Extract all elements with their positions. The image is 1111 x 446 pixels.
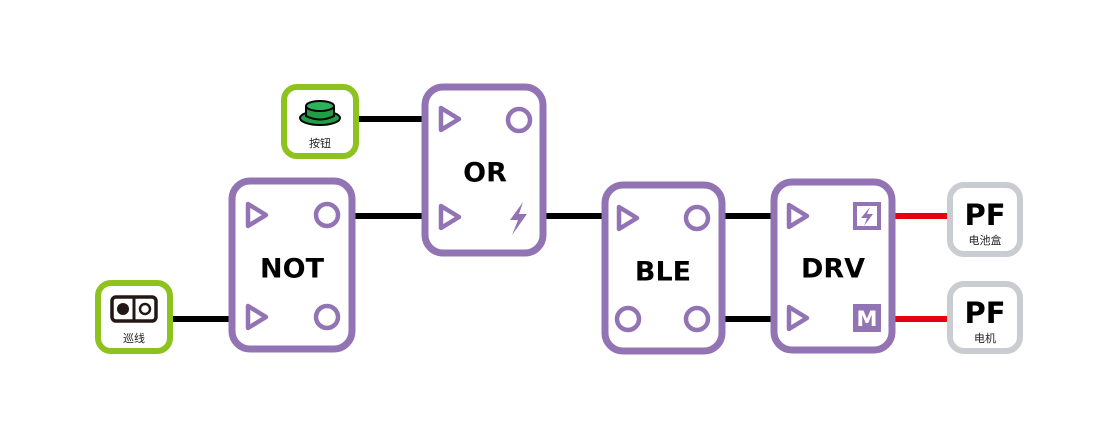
or-input-2-triangle-icon[interactable] xyxy=(438,203,462,231)
pf-motor-label: 电机 xyxy=(974,331,996,345)
push-button-icon xyxy=(299,100,341,126)
pf-battery-label: 电池盒 xyxy=(969,233,1002,247)
drv-block[interactable]: M DRV xyxy=(770,178,896,354)
ble-input-triangle-icon[interactable] xyxy=(616,204,640,232)
drv-battery-port-icon[interactable] xyxy=(853,202,881,230)
line-sensor-label: 巡线 xyxy=(123,331,145,345)
not-block[interactable]: NOT xyxy=(228,177,356,353)
pf-motor-title: PF xyxy=(964,296,1005,330)
button-node[interactable]: 按钮 xyxy=(281,84,359,159)
drv-motor-port-icon[interactable]: M xyxy=(853,304,881,332)
wires xyxy=(170,116,950,322)
line-sensor-node[interactable]: 巡线 xyxy=(95,280,173,354)
not-input-1-triangle-icon[interactable] xyxy=(245,201,269,229)
drv-input-1-triangle-icon[interactable] xyxy=(786,202,810,230)
not-output-2-circle-icon[interactable] xyxy=(313,303,341,331)
or-block[interactable]: OR xyxy=(421,83,547,257)
not-input-2-triangle-icon[interactable] xyxy=(245,303,269,331)
ble-block[interactable]: BLE xyxy=(601,181,726,355)
ble-label: BLE xyxy=(635,257,691,288)
ble-output-3-circle-icon[interactable] xyxy=(683,305,711,333)
or-label: OR xyxy=(463,158,507,189)
pf-motor-node[interactable]: PF 电机 xyxy=(947,281,1023,354)
or-power-bolt-icon[interactable] xyxy=(510,202,527,235)
line-tracker-icon xyxy=(110,295,158,323)
ble-output-2-circle-icon[interactable] xyxy=(614,305,642,333)
drv-label: DRV xyxy=(801,254,865,285)
or-output-circle-icon[interactable] xyxy=(505,106,533,134)
pf-battery-title: PF xyxy=(964,198,1005,232)
pf-battery-node[interactable]: PF 电池盒 xyxy=(947,182,1023,257)
not-output-1-circle-icon[interactable] xyxy=(313,201,341,229)
not-label: NOT xyxy=(260,254,325,285)
ble-output-1-circle-icon[interactable] xyxy=(683,204,711,232)
or-input-1-triangle-icon[interactable] xyxy=(438,105,462,133)
drv-input-2-triangle-icon[interactable] xyxy=(786,304,810,332)
motor-glyph: M xyxy=(857,307,878,331)
button-label: 按钮 xyxy=(309,136,331,150)
